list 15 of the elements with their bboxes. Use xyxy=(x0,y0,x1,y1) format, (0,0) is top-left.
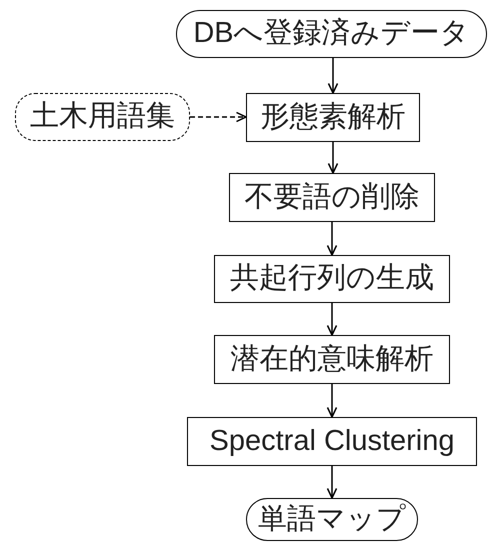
arrow xyxy=(190,112,247,122)
arrow xyxy=(328,58,338,94)
process-box: 不要語の削除 xyxy=(229,173,435,222)
terminal-box: DBへ登録済みデータ xyxy=(176,10,487,58)
process-box: 形態素解析 xyxy=(246,93,420,142)
arrow xyxy=(326,384,338,418)
arrow xyxy=(328,142,338,174)
process-box: 共起行列の生成 xyxy=(214,255,450,303)
arrow xyxy=(326,466,338,499)
process-box: Spectral Clustering xyxy=(187,417,477,466)
terminal-box: 単語マップ xyxy=(246,498,418,541)
arrow xyxy=(326,222,338,256)
arrow xyxy=(326,303,338,336)
process-box: 潜在的意味解析 xyxy=(214,335,450,384)
rounded-box: 土木用語集 xyxy=(15,93,190,141)
